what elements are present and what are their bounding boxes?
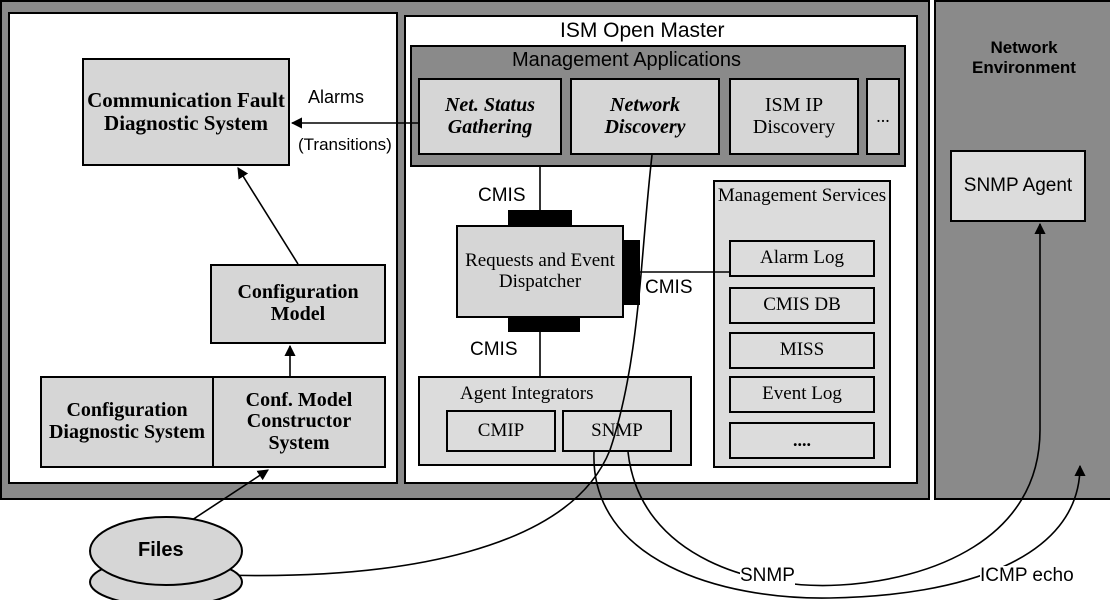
cmis-bar-bottom [508,316,580,332]
network-environment-title: Network Environment [972,38,1076,78]
cmip-box: CMIP [446,410,556,452]
network-discovery-box: Network Discovery [570,78,720,155]
network-environment-panel [934,0,1110,500]
dispatcher-label: Requests and Event Dispatcher [465,249,615,292]
ism-title: ISM Open Master [560,19,725,42]
alarm-log-label: Alarm Log [760,247,844,269]
conf-model-constructor-label: Conf. Model Constructor System [245,388,353,454]
management-services-panel [713,180,891,468]
more-services-label: .... [793,429,811,450]
snmp-agent-label: SNMP Agent [963,174,1073,196]
alarm-log-box: Alarm Log [729,240,875,277]
cmis-bar-right [624,240,640,305]
icmp-echo-label: ICMP echo [980,565,1074,586]
conf-model-constructor-box: Conf. Model Constructor System [212,376,386,468]
snmp-integrator-label: SNMP [591,419,643,441]
more-services-box: .... [729,422,875,459]
snmp-integrator-box: SNMP [562,410,672,452]
snmp-loop-curve [627,222,1046,587]
cmis-db-box: CMIS DB [729,287,875,324]
ism-ip-discovery-box: ISM IP Discovery [729,78,859,155]
communication-fault-label: Communication Fault Diagnostic System [87,88,285,135]
files-label: Files [138,539,184,561]
cmis-bar-top [508,210,572,226]
cmip-label: CMIP [477,419,525,441]
agent-integrators-title: Agent Integrators [460,383,594,404]
configuration-diagnostic-label: Configuration Diagnostic System [48,399,206,443]
snmp-agent-box: SNMP Agent [950,150,1086,222]
files-to-constructor-arrow [191,469,269,521]
snmp-bottom-label: SNMP [740,565,795,586]
dispatcher-box: Requests and Event Dispatcher [456,225,624,318]
more-applications-label: ... [876,105,890,126]
alarms-label: Alarms [308,87,365,107]
net-status-gathering-label: Net. Status Gathering [444,93,536,138]
configuration-diagnostic-box: Configuration Diagnostic System [40,376,214,468]
cmis-db-label: CMIS DB [763,294,841,316]
configuration-model-box: Configuration Model [210,264,386,344]
configuration-model-label: Configuration Model [237,281,359,325]
miss-box: MISS [729,332,875,369]
management-services-title: Management Services [717,185,887,206]
miss-label: MISS [779,339,825,361]
cmis-label-right: CMIS [645,277,693,298]
model-to-fault-arrow [237,167,299,265]
transitions-label: (Transitions) [298,135,392,154]
cmis-label-top: CMIS [478,185,526,206]
event-log-box: Event Log [729,376,875,413]
cmis-label-bottom: CMIS [470,339,518,360]
files-icon [89,516,243,600]
event-log-label: Event Log [762,383,842,405]
network-discovery-label: Network Discovery [604,93,686,138]
management-applications-title: Management Applications [512,49,742,71]
icmp-loop-curve [593,451,1086,599]
communication-fault-box: Communication Fault Diagnostic System [82,58,290,166]
more-applications-box: ... [866,78,900,155]
ism-ip-discovery-label: ISM IP Discovery [752,93,836,138]
discovery-to-files-curve [220,154,653,581]
net-status-gathering-box: Net. Status Gathering [418,78,562,155]
